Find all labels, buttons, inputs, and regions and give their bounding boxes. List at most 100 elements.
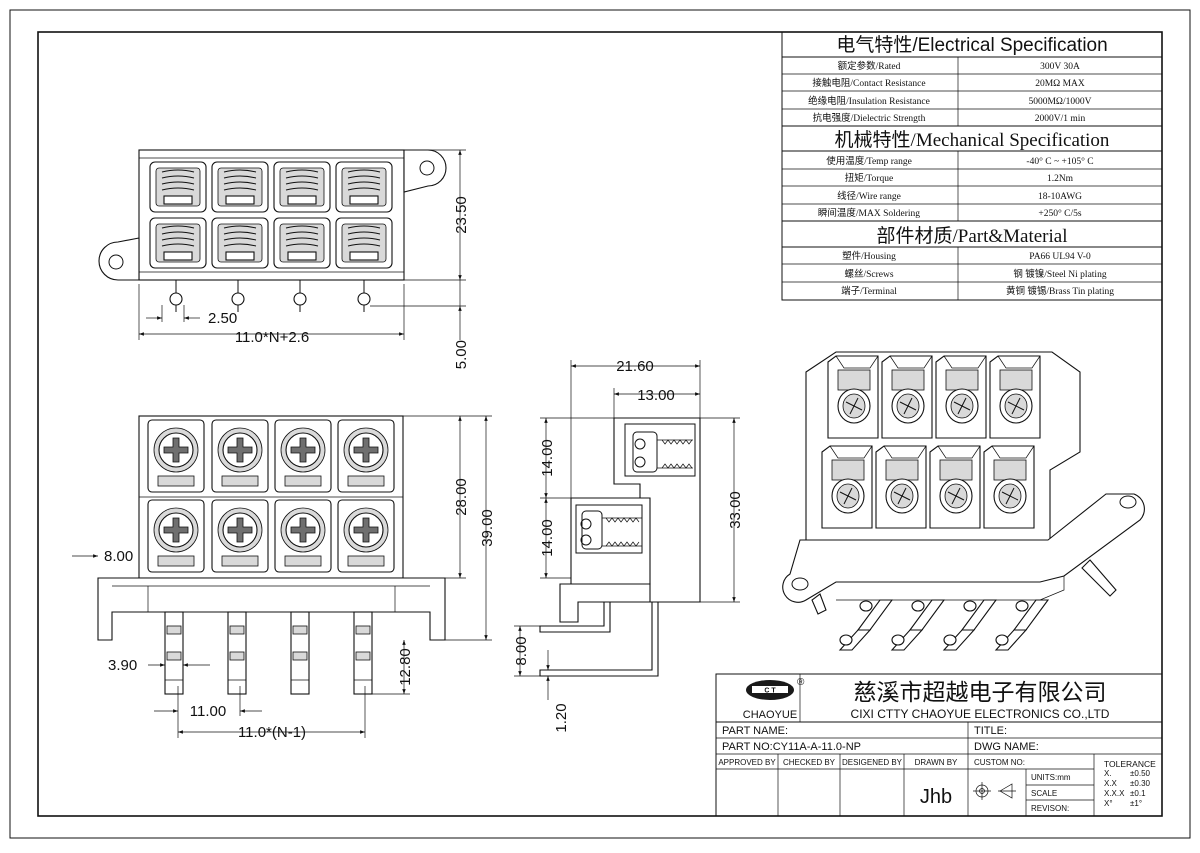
drawn-name: Jhb: [920, 786, 952, 808]
front-pin-band: [355, 625, 371, 635]
projection-symbol: [973, 782, 1016, 800]
top-screw-thread: [223, 231, 257, 235]
front-cell-slot: [157, 475, 195, 487]
iso-screw-cross: [1007, 397, 1025, 415]
spec-value: -40° C ~ +105° C: [1026, 156, 1093, 167]
spec-label: 塑件/Housing: [842, 250, 896, 262]
iso-cell-rim: [829, 445, 873, 459]
title-block: C T ® CHAOYUE 慈溪市超越电子有限公司 CIXI CTTY CHAO…: [715, 673, 1163, 817]
tolerance-key: X.: [1104, 769, 1112, 778]
top-screw-thread: [285, 181, 319, 185]
units: UNITS:mm: [1031, 773, 1071, 782]
top-screw-thread: [285, 243, 319, 247]
dim-top-width: 11.0*N+2.6: [235, 329, 309, 346]
front-pin-band: [292, 651, 308, 661]
front-screw-cross: [227, 517, 253, 543]
iso-cell-window: [831, 459, 865, 481]
top-screw-thread: [347, 181, 381, 185]
dim-side-pin-h: 8.00: [513, 636, 530, 665]
isometric-view: [782, 351, 1145, 651]
iso-cell-window: [939, 459, 973, 481]
iso-cell-window: [945, 369, 979, 391]
front-screw-cross: [290, 517, 316, 543]
spec-value: 5000MΩ/1000V: [1028, 97, 1091, 107]
tolerance-value: ±0.1: [1130, 789, 1146, 798]
mechanical-title: 机械特性/Mechanical Specification: [835, 129, 1110, 151]
front-screw-cross: [227, 437, 253, 463]
iso-screw-cross: [947, 487, 965, 505]
top-screw-thread: [285, 175, 319, 179]
front-cell-slot: [221, 555, 259, 567]
iso-cell-rim: [997, 355, 1041, 369]
dim-side-upper-h: 14.00: [539, 439, 556, 477]
spec-label: 线径/Wire range: [837, 190, 901, 202]
front-cell-slot: [284, 555, 322, 567]
dim-front-pitch: 11.00: [190, 703, 226, 720]
top-screw-thread: [223, 225, 257, 229]
tolerance-title: TOLERANCE: [1104, 759, 1156, 769]
top-clamp-plate: [349, 251, 379, 261]
front-screw-cross: [163, 437, 189, 463]
tolerance-value: ±0.50: [1130, 769, 1151, 778]
designed-by: DESIGENED BY: [842, 758, 903, 767]
dim-front-base: 8.00: [104, 548, 133, 565]
dwg-name-label: DWG NAME:: [974, 741, 1039, 753]
spec-value: +250° C/5s: [1038, 208, 1082, 219]
outer-border: [9, 9, 1191, 839]
top-pin-head: [293, 292, 307, 306]
dim-side-total-h: 33.00: [727, 491, 744, 529]
iso-pin-foot: [943, 634, 957, 646]
top-screw-thread: [161, 231, 195, 235]
top-screw-thread: [223, 237, 257, 241]
top-screw-thread: [285, 237, 319, 241]
front-pin-band: [229, 651, 245, 661]
dim-side-pin-t: 1.20: [553, 703, 570, 732]
company-cn: 慈溪市超越电子有限公司: [854, 679, 1107, 705]
spec-label: 额定参数/Rated: [838, 60, 901, 72]
spec-label: 端子/Terminal: [841, 285, 897, 297]
side-view: [539, 417, 701, 677]
iso-pin-foot: [891, 634, 905, 646]
spec-label: 接触电阻/Contact Resistance: [812, 77, 925, 89]
top-view: [98, 149, 447, 312]
iso-pin-foot: [995, 634, 1009, 646]
top-clamp-plate: [287, 251, 317, 261]
top-screw-thread: [347, 187, 381, 191]
iso-screw-cross: [893, 487, 911, 505]
company-logo: C T ®: [746, 677, 805, 700]
specification-table: 电气特性/Electrical Specification 额定参数/Rated…: [781, 31, 1163, 301]
top-screw-thread: [223, 181, 257, 185]
iso-cell-rim: [889, 355, 933, 369]
dim-side-depth: 21.60: [616, 358, 654, 375]
iso-cell-rim: [943, 355, 987, 369]
top-screw-thread: [285, 231, 319, 235]
drawn-by: DRAWN BY: [915, 758, 958, 767]
scale: SCALE: [1031, 789, 1057, 798]
spec-label: 螺丝/Screws: [844, 268, 893, 280]
top-screw-thread: [161, 243, 195, 247]
front-view: [97, 415, 446, 695]
spec-value: 1.2Nm: [1047, 174, 1074, 184]
top-clamp-plate: [225, 251, 255, 261]
top-clamp-plate: [225, 195, 255, 205]
front-cell-slot: [347, 555, 385, 567]
iso-pin-head: [963, 600, 977, 612]
spec-label: 绝缘电阻/Insulation Resistance: [808, 95, 930, 107]
top-screw-thread: [347, 175, 381, 179]
spec-value: 黄铜 镀锡/Brass Tin plating: [1006, 285, 1114, 297]
front-pin-band: [229, 625, 245, 635]
svg-text:C T: C T: [764, 688, 776, 695]
iso-screw-cross: [839, 487, 857, 505]
top-screw-thread: [223, 187, 257, 191]
inner-border: [37, 31, 1163, 817]
iso-cell-rim: [883, 445, 927, 459]
dim-front-pin-h: 12.80: [397, 648, 414, 686]
dim-front-upper: 28.00: [453, 478, 470, 516]
front-screw-cross: [353, 437, 379, 463]
title-label: TITLE:: [974, 725, 1007, 737]
top-clamp-plate: [349, 195, 379, 205]
dim-top-pin-len: 5.00: [453, 340, 470, 369]
top-screw-thread: [285, 225, 319, 229]
top-clamp-plate: [287, 195, 317, 205]
spec-value: 18-10AWG: [1038, 192, 1082, 202]
